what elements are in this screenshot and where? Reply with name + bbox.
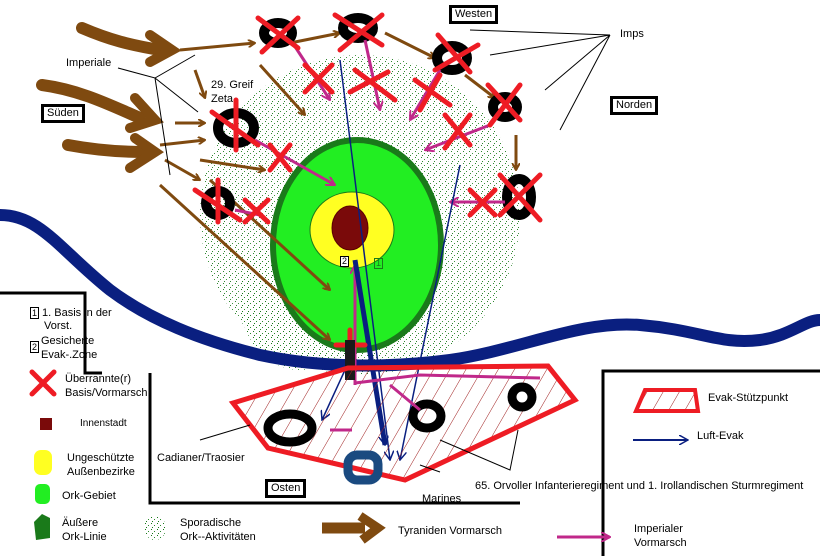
tyranid-advance-arrows (36, 22, 182, 173)
legend-tyranid-label: Tyraniden Vormarsch (398, 525, 502, 537)
legend-imperial-line2: Vormarsch (634, 537, 687, 549)
legend-evak-zone-line1: Gesicherte (41, 335, 95, 347)
label-zeta: Zeta (211, 93, 234, 105)
forward-base-marker (345, 340, 355, 380)
legend-overrun-line2: Basis/Vormarsch (65, 387, 148, 399)
legend-sporadic-line2: Ork--Aktivitäten (180, 531, 256, 543)
marker-1: 1 (374, 258, 384, 269)
legend-sporadic-line1: Sporadische (180, 517, 242, 529)
evak-stronghold (228, 363, 579, 483)
river (0, 209, 820, 372)
imperial-path (330, 373, 541, 432)
label-imperiale: Imperiale (66, 57, 112, 69)
legend-base-line2: Vorst. (44, 320, 73, 332)
legend-green-icon (35, 484, 50, 504)
label-greif: 29. Greif (211, 79, 254, 91)
legend-dark-green-icon (34, 514, 50, 540)
legend-base-line1: 1. Basis in der (42, 307, 112, 319)
label-imps: Imps (620, 28, 644, 40)
direction-west: Westen (449, 5, 499, 24)
direction-north: Norden (610, 96, 659, 115)
callout-lines (117, 29, 611, 473)
legend-evak-point-icon (632, 388, 701, 413)
legend-overrun-line1: Überrannte(r) (65, 373, 132, 385)
legend-icons (29, 369, 701, 544)
legend-key-1: 1 (30, 307, 40, 319)
legend-imperial-line1: Imperialer (634, 523, 683, 535)
label-marines: Marines (422, 493, 462, 505)
marker-2: 2 (340, 256, 350, 267)
legend-frame-left (0, 291, 102, 375)
legend-evak-zone-line2: Evak-.Zone (41, 349, 98, 361)
frame-lower-left (148, 373, 520, 505)
frame-lower-right (601, 369, 820, 556)
legend-evak-point-label: Evak-Stützpunkt (708, 392, 789, 404)
legend-inner-city-icon (40, 418, 52, 430)
legend-key-2: 2 (30, 341, 40, 353)
legend-dots-icon (144, 516, 166, 540)
direction-east: Osten (265, 479, 307, 498)
label-regiment: 65. Orvoller Infanterieregiment und 1. I… (475, 480, 804, 492)
legend-outer-ork-line2: Ork-Linie (62, 531, 107, 543)
legend-outskirts-line2: Außenbezirke (67, 466, 135, 478)
legend-ork-territory-label: Ork-Gebiet (62, 490, 116, 502)
legend-inner-city-label: Innenstadt (80, 418, 127, 429)
evak-bases (263, 382, 537, 447)
legend-item-evak-zone: 2 (30, 335, 42, 353)
legend-outskirts-line1: Ungeschützte (67, 452, 135, 464)
legend-red-x-icon (29, 369, 57, 397)
label-cadianer: Cadianer/Traosier (157, 452, 245, 464)
legend-yellow-icon (34, 450, 52, 475)
direction-south: Süden (41, 104, 85, 123)
legend-air-evak-label: Luft-Evak (697, 430, 744, 442)
marines-base (343, 450, 383, 485)
legend-outer-ork-line1: Äußere (62, 517, 99, 529)
